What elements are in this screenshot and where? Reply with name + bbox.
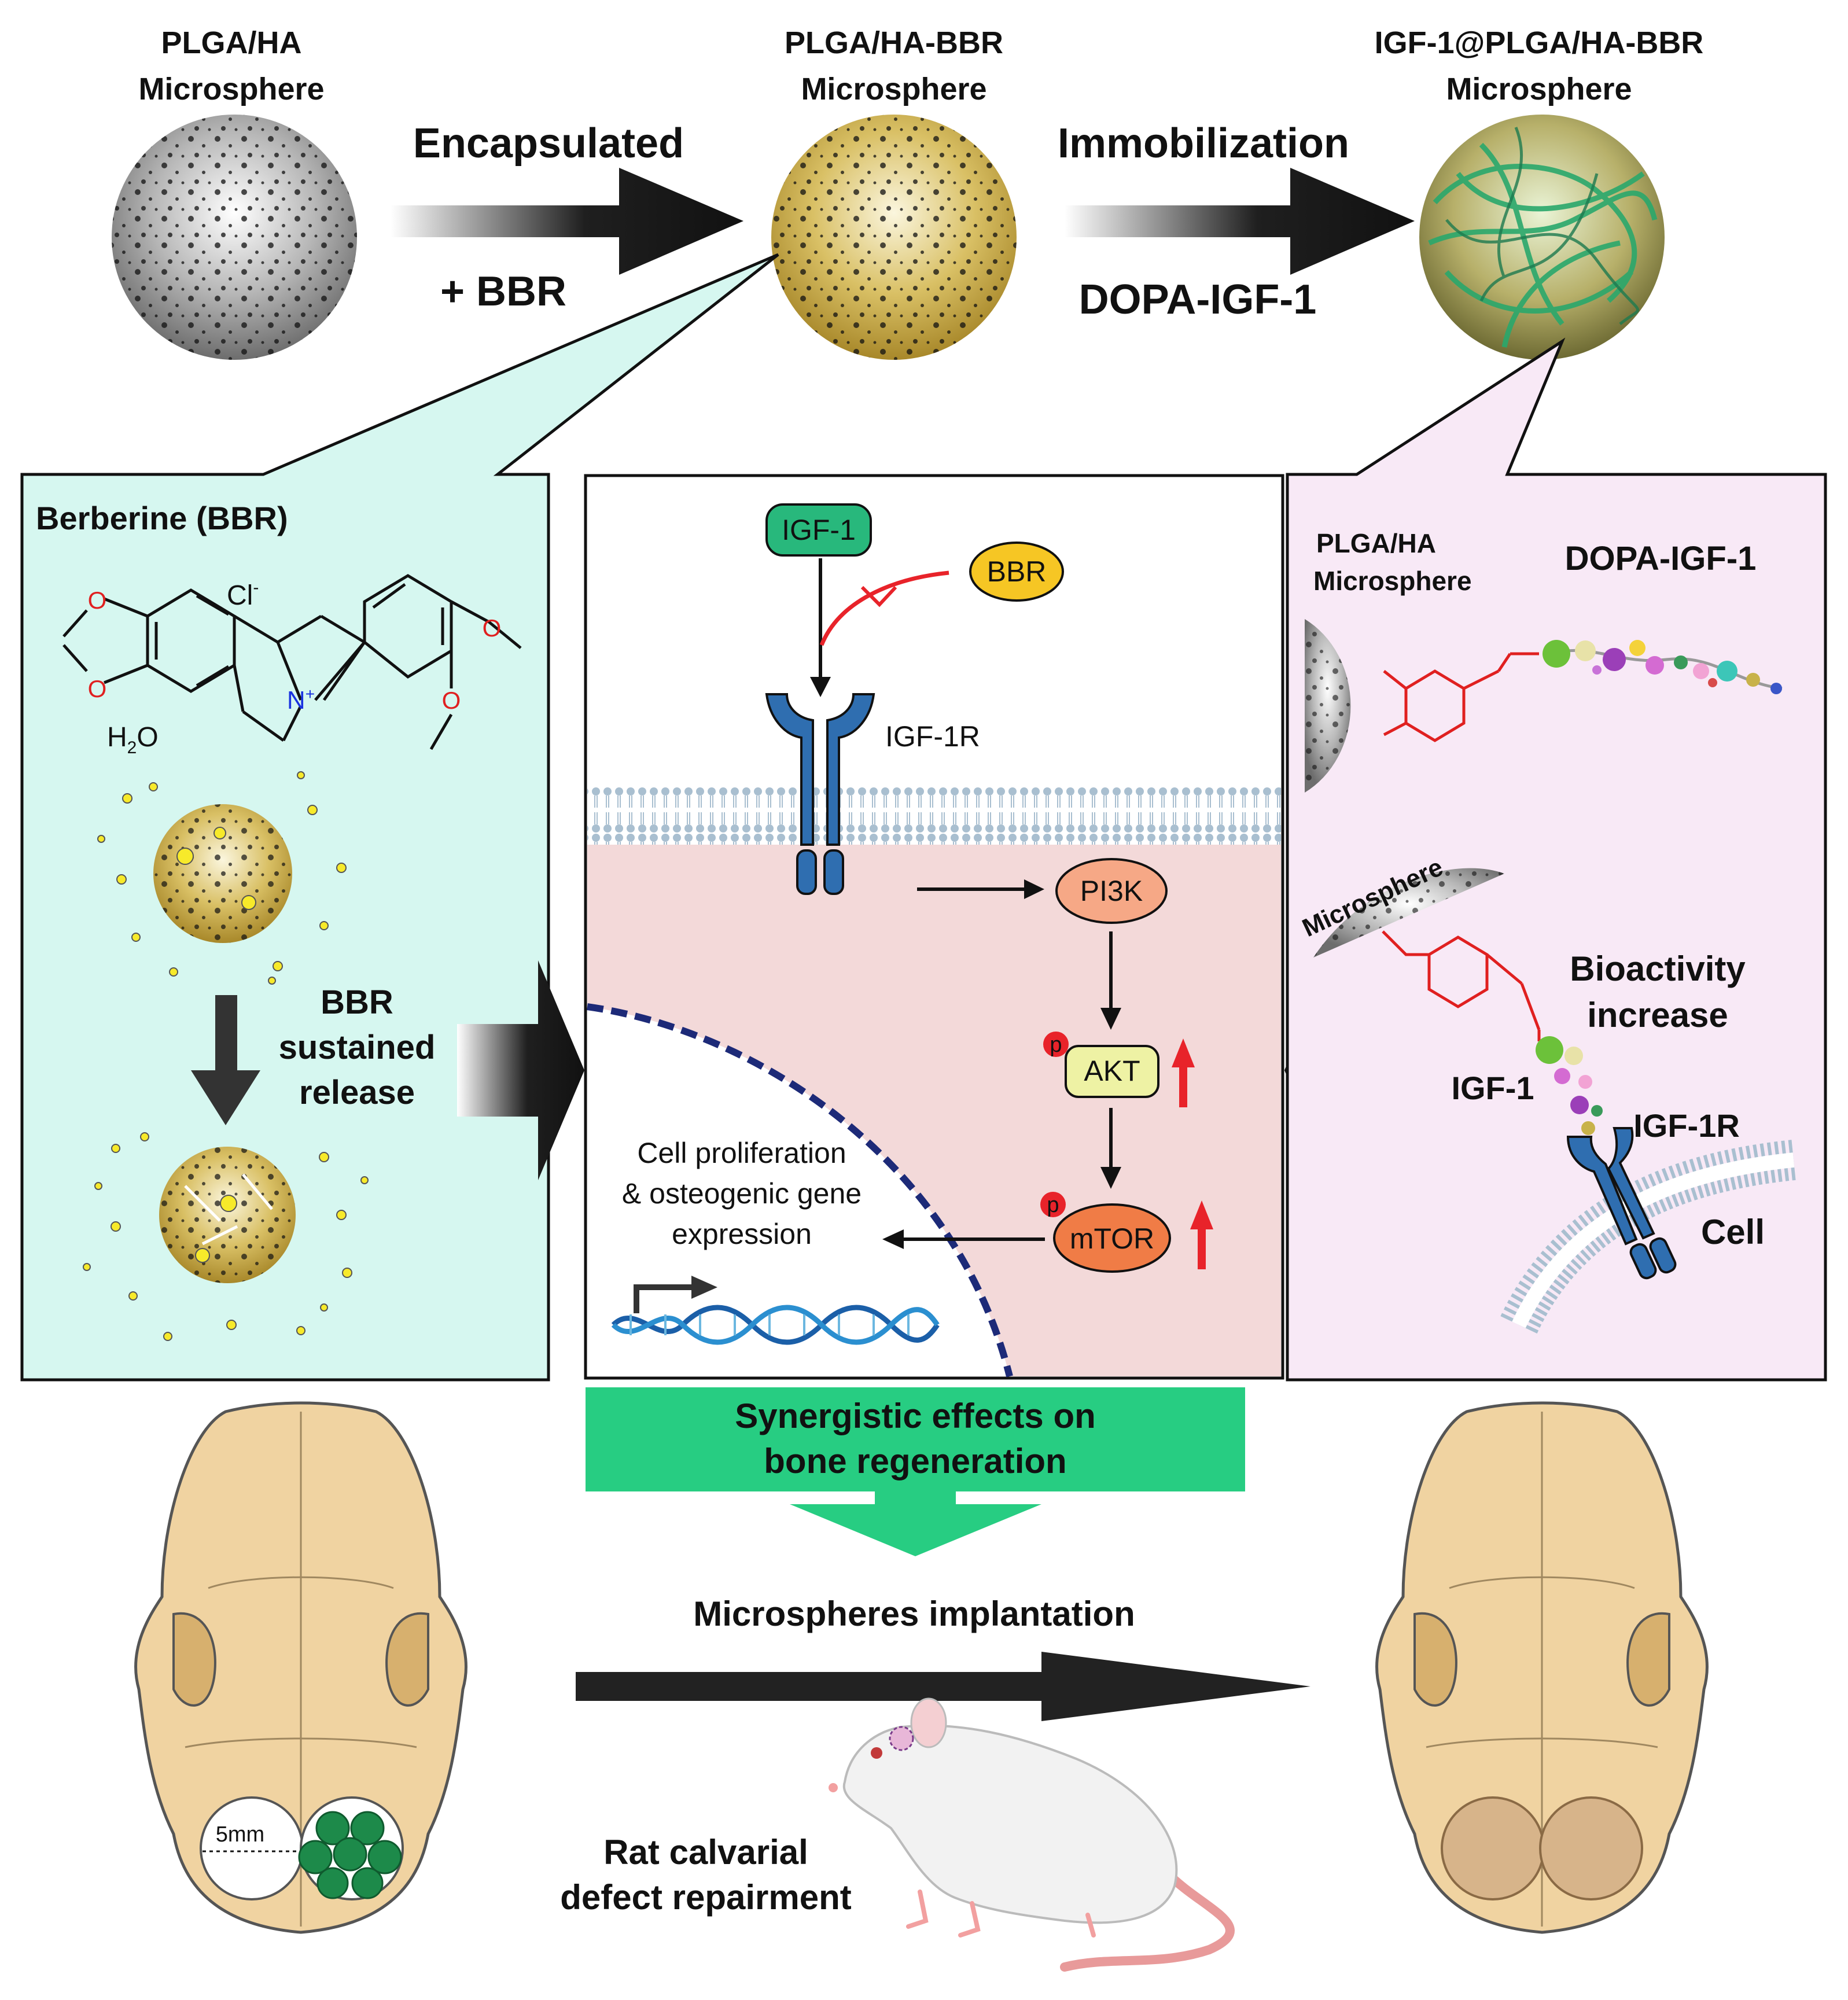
bioactivity-line2: increase bbox=[1587, 996, 1728, 1034]
dopa-igf1-label: DOPA-IGF-1 bbox=[1079, 277, 1317, 323]
akt-phospho: p bbox=[1050, 1033, 1062, 1057]
igf1-peptide-chain-bottom bbox=[1536, 1036, 1603, 1135]
plus-bbr-label: + BBR bbox=[440, 268, 566, 315]
sphere2-label-line2: Microsphere bbox=[801, 72, 986, 106]
mtor-phospho: p bbox=[1047, 1193, 1059, 1217]
immobilization-arrow bbox=[1065, 168, 1415, 275]
igf1-plga-ha-bbr-microsphere bbox=[1419, 115, 1665, 360]
dopa-igf1-title: DOPA-IGF-1 bbox=[1565, 540, 1757, 577]
cell-label: Cell bbox=[1701, 1213, 1765, 1251]
rat-label-line1: Rat calvarial bbox=[603, 1833, 808, 1872]
half-microsphere-bottom bbox=[1313, 868, 1504, 957]
bbr-molecule: BBR bbox=[969, 542, 1064, 602]
pi3k-text: PI3K bbox=[1080, 875, 1143, 907]
sphere3-label-line1: IGF-1@PLGA/HA-BBR bbox=[1375, 25, 1704, 60]
igf1-ligand: IGF-1 bbox=[765, 503, 872, 557]
outcome-line2: & osteogenic gene bbox=[622, 1177, 862, 1210]
mtor-node: mTOR p bbox=[1040, 1192, 1171, 1273]
rat-illustration bbox=[829, 1697, 1235, 1972]
pi3k-node: PI3K bbox=[1055, 858, 1168, 924]
center-panel: IGF-1 BBR IGF-1R PI3K AKT p bbox=[584, 474, 1284, 1380]
left-panel: Berberine (BBR) O bbox=[20, 253, 779, 1382]
igf1-peptide-chain-top bbox=[1543, 640, 1783, 694]
igf1-text: IGF-1 bbox=[782, 514, 856, 546]
igf1-right-label: IGF-1 bbox=[1451, 1070, 1534, 1106]
implanted-microspheres bbox=[298, 1811, 402, 1899]
immobilization-label: Immobilization bbox=[1058, 120, 1349, 167]
bbr-text: BBR bbox=[987, 555, 1047, 588]
synergy-banner: Synergistic effects on bone regeneration bbox=[586, 1387, 1245, 1556]
release-label-line1: BBR bbox=[321, 984, 393, 1021]
implantation-arrow bbox=[576, 1652, 1310, 1721]
igf1r-receptor-right bbox=[1566, 1127, 1677, 1280]
synergy-line1: Synergistic effects on bbox=[735, 1397, 1096, 1435]
igf1r-right-label: IGF-1R bbox=[1633, 1107, 1740, 1144]
bioactivity-line1: Bioactivity bbox=[1570, 949, 1746, 988]
sphere3-label-line2: Microsphere bbox=[1446, 72, 1632, 106]
dna-helix bbox=[611, 1276, 940, 1345]
ms-label-line1: PLGA/HA bbox=[1316, 528, 1436, 558]
release-label-line3: release bbox=[299, 1074, 415, 1111]
mtor-up-arrow bbox=[1190, 1200, 1213, 1269]
berberine-title: Berberine (BBR) bbox=[36, 500, 288, 536]
rat-label-line2: defect repairment bbox=[560, 1878, 852, 1917]
bbr-microsphere-after bbox=[83, 1132, 369, 1341]
plga-ha-bbr-microsphere bbox=[771, 115, 1017, 360]
skull-defect: 5mm bbox=[134, 1401, 467, 1934]
plga-ha-microsphere bbox=[112, 115, 357, 360]
akt-up-arrow bbox=[1172, 1038, 1195, 1107]
berberine-structure bbox=[62, 574, 522, 750]
berberine-o3: O bbox=[483, 614, 502, 642]
release-label-line2: sustained bbox=[279, 1029, 436, 1066]
outcome-line1: Cell proliferation bbox=[637, 1137, 846, 1169]
akt-text: AKT bbox=[1084, 1055, 1140, 1087]
sphere2-label-line1: PLGA/HA-BBR bbox=[785, 25, 1003, 60]
encapsulated-label: Encapsulated bbox=[413, 120, 684, 167]
outcome-line3: expression bbox=[672, 1218, 812, 1250]
defect-size-label: 5mm bbox=[216, 1822, 264, 1847]
dopa-linker-bottom bbox=[1382, 930, 1541, 1041]
mtor-text: mTOR bbox=[1070, 1222, 1154, 1255]
berberine-o4: O bbox=[442, 687, 461, 714]
sphere1-label-line2: Microsphere bbox=[138, 72, 324, 106]
dopa-linker-top bbox=[1383, 652, 1539, 742]
water-label: H2O bbox=[107, 722, 159, 757]
left-to-center-arrow bbox=[457, 960, 584, 1180]
synergy-line2: bone regeneration bbox=[764, 1442, 1066, 1480]
half-microsphere-top bbox=[1305, 619, 1351, 793]
release-arrow bbox=[191, 995, 260, 1125]
chloride-label: Cl- bbox=[227, 578, 259, 611]
bbr-microsphere-before bbox=[97, 771, 347, 985]
berberine-o1: O bbox=[88, 587, 107, 614]
ms-label-line2: Microsphere bbox=[1313, 566, 1472, 596]
berberine-o2: O bbox=[88, 675, 107, 702]
akt-node: AKT p bbox=[1043, 1032, 1159, 1098]
encapsulated-arrow bbox=[391, 168, 743, 275]
top-row: PLGA/HA Microsphere PLGA/HA-BBR Microsph… bbox=[112, 25, 1703, 360]
igf1r-receptor: IGF-1R bbox=[765, 693, 980, 895]
igf1r-text: IGF-1R bbox=[885, 720, 980, 753]
skull-repaired bbox=[1375, 1401, 1709, 1934]
sphere1-label-line1: PLGA/HA bbox=[161, 25, 302, 60]
implantation-label: Microspheres implantation bbox=[693, 1594, 1135, 1633]
right-panel: PLGA/HA Microsphere DOPA-IGF-1 bbox=[1286, 337, 1827, 1382]
berberine-n: N+ bbox=[287, 685, 315, 714]
